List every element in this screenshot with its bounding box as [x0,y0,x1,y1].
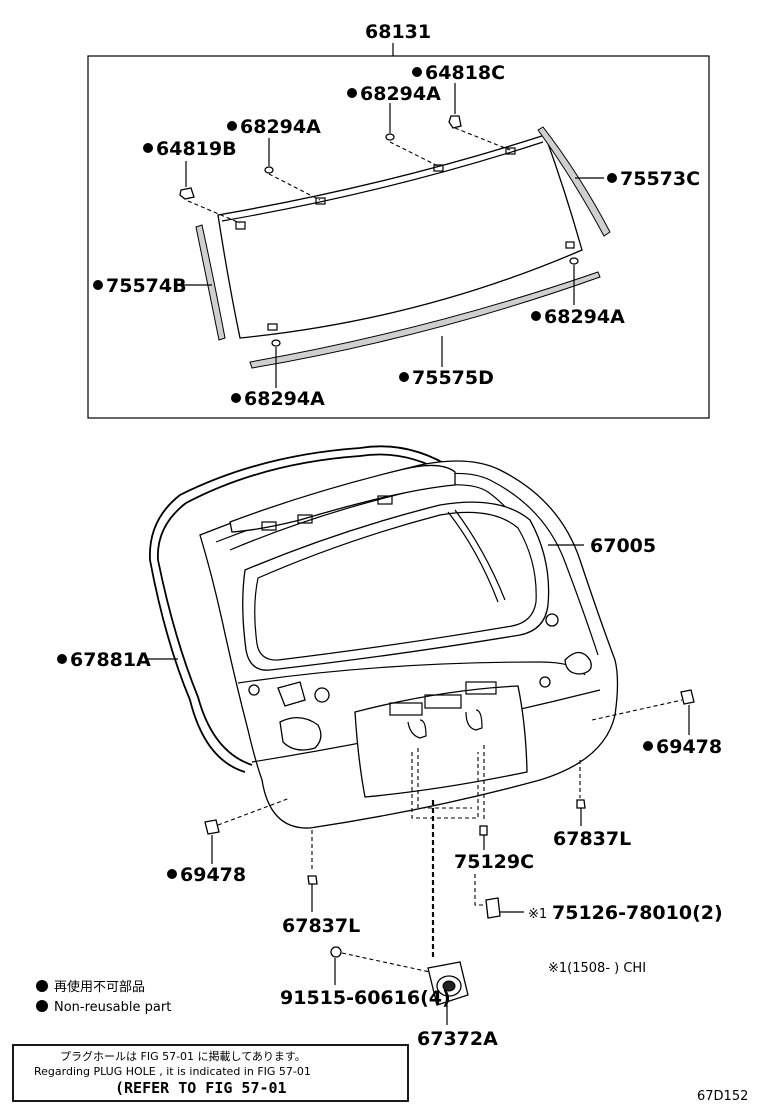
label-75126: 75126-78010(2) [552,902,723,924]
label-64819B: 64819B [156,138,237,160]
clip-68294A-right [569,257,579,265]
emblem-75126 [485,897,501,919]
label-68131: 68131 [365,21,431,43]
label-67837L-left: 67837L [282,915,360,937]
door-window-opening [242,501,550,671]
label-75575D: 75575D [412,367,494,389]
label-67005: 67005 [590,535,656,557]
label-75574B: 75574B [106,275,187,297]
molding-75573C [537,126,611,237]
note-line1: プラグホールは FIG 57-01 に掲載してあります。 [60,1049,306,1063]
clip-68294A-bottom [271,339,281,347]
clip-68294A-left [264,166,274,174]
label-75129C: 75129C [454,851,534,873]
label-68294A-top-mid: 68294A [360,83,441,105]
clip-64818C [448,115,462,129]
label-68294A-bottom: 68294A [244,388,325,410]
label-69478-right: 69478 [656,736,722,758]
clip-64819B [179,187,195,200]
label-69478-left: 69478 [180,864,246,886]
note-box [12,1044,409,1102]
grommet-69478-left [204,819,220,835]
weatherstrip-67881A [149,445,456,773]
glass-assembly-frame [87,55,710,419]
legend-line2: Non-reusable part [54,1000,171,1015]
label-67372A: 67372A [417,1028,498,1050]
clip-68294A-mid [385,133,395,141]
clip-67837L-right [576,799,586,809]
back-glass [217,134,583,339]
diagram-code: 67D152 [697,1089,748,1104]
molding-75575D [249,271,601,369]
note-line2: Regarding PLUG HOLE , it is indicated in… [34,1065,311,1078]
legend-line1: 再使用不可部品 [54,979,145,995]
label-68294A-top-left: 68294A [240,116,321,138]
bracket-75129C [479,825,488,836]
molding-75574B [195,224,226,341]
label-68294A-right: 68294A [544,306,625,328]
clip-67837L-left [307,875,318,885]
label-75126-prefix: ※1 [528,907,547,922]
label-67881A: 67881A [70,649,151,671]
label-91515: 91515-60616(4) [280,987,451,1009]
screw-91515 [330,946,342,958]
footnote-chi: ※1(1508- ) CHI [548,961,646,976]
note-line3: (REFER TO FIG 57-01 [115,1079,287,1097]
label-64818C: 64818C [425,62,505,84]
label-67837L-right: 67837L [553,828,631,850]
grommet-69478-right [680,689,695,705]
label-75573C: 75573C [620,168,700,190]
